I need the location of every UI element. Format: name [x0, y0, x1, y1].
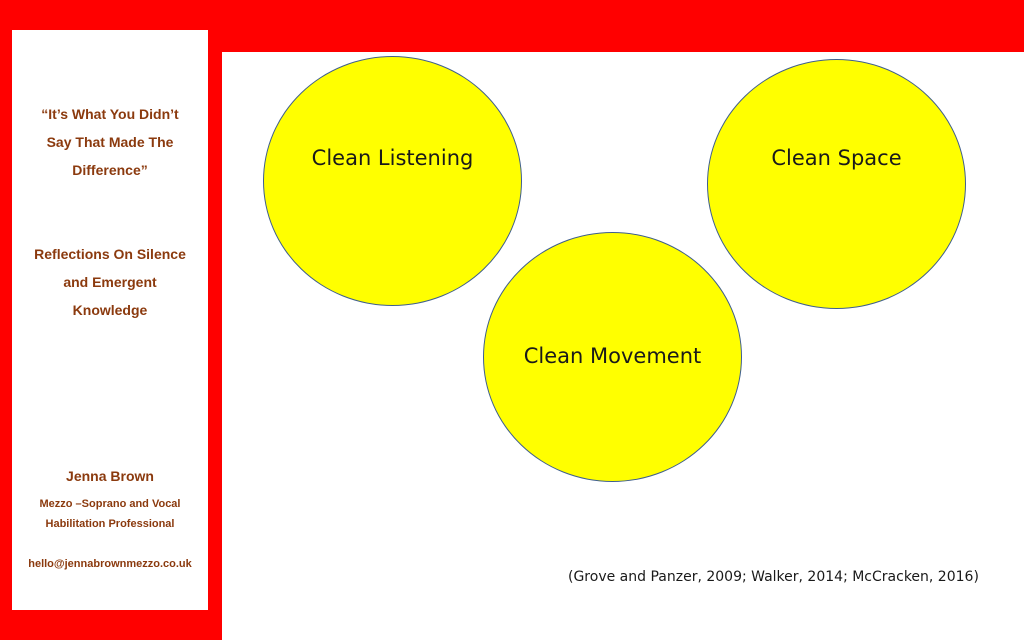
sidebar-panel: “It’s What You Didn’t Say That Made The …: [12, 30, 208, 610]
subtitle-line: Reflections On Silence: [34, 246, 186, 262]
author-role: Mezzo –Soprano and Vocal Habilitation Pr…: [12, 494, 208, 534]
presentation-title: “It’s What You Didn’t Say That Made The …: [12, 100, 208, 184]
circle-clean-space: Clean Space: [707, 59, 966, 309]
presentation-subtitle: Reflections On Silence and Emergent Know…: [12, 240, 208, 324]
author-email: hello@jennabrownmezzo.co.uk: [28, 558, 192, 570]
role-line: Habilitation Professional: [45, 518, 175, 530]
circle-clean-listening: Clean Listening: [263, 56, 522, 306]
circle-label-listening: Clean Listening: [311, 146, 474, 170]
circle-clean-movement: Clean Movement: [483, 232, 742, 482]
circle-label-movement: Clean Movement: [523, 344, 702, 368]
title-line: “It’s What You Didn’t: [41, 106, 179, 122]
subtitle-line: and Emergent: [63, 274, 157, 290]
title-line: Difference”: [72, 162, 148, 178]
subtitle-line: Knowledge: [72, 302, 148, 318]
author-name: Jenna Brown: [66, 468, 154, 484]
citation-text: (Grove and Panzer, 2009; Walker, 2014; M…: [568, 569, 979, 585]
circle-label-space: Clean Space: [771, 146, 902, 170]
role-line: Mezzo –Soprano and Vocal: [39, 498, 181, 510]
title-line: Say That Made The: [46, 134, 174, 150]
